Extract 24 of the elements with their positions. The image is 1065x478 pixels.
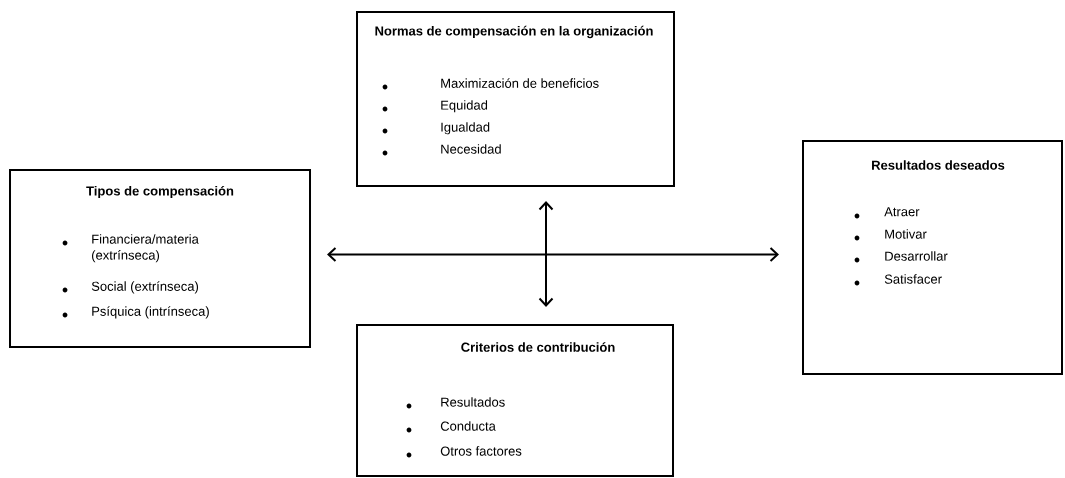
double-arrow [327,247,779,262]
list-item: Igualdad [441,122,490,135]
list-item: Social (extrínseca) [91,281,199,294]
text-box [802,140,1063,375]
text-box [356,11,675,187]
list-item: Motivar [885,229,927,239]
list-item: Satisfacer [884,274,942,284]
box-heading: Resultados deseados [872,160,1005,170]
list-item: Psíquica (intrínseca) [92,306,209,319]
list-item: Atraer [884,207,920,217]
list-item: Maximización de beneficios [441,78,599,88]
box-heading: Normas de compensación en la organización [375,25,653,39]
box-heading: Criterios de contribución [461,342,615,352]
box-heading: Tipos de compensación [86,185,234,199]
list-item: Financiera/materia (extrínseca) [92,234,199,263]
double-arrow [538,201,554,307]
list-item: Conducta [440,421,496,431]
text-box [9,169,311,348]
list-item: Otros factores [440,446,522,456]
text-box [356,324,674,477]
list-item: Necesidad [441,144,501,154]
list-item: Equidad [441,100,488,113]
list-item: Desarrollar [885,251,948,261]
list-item: Resultados [441,397,505,407]
